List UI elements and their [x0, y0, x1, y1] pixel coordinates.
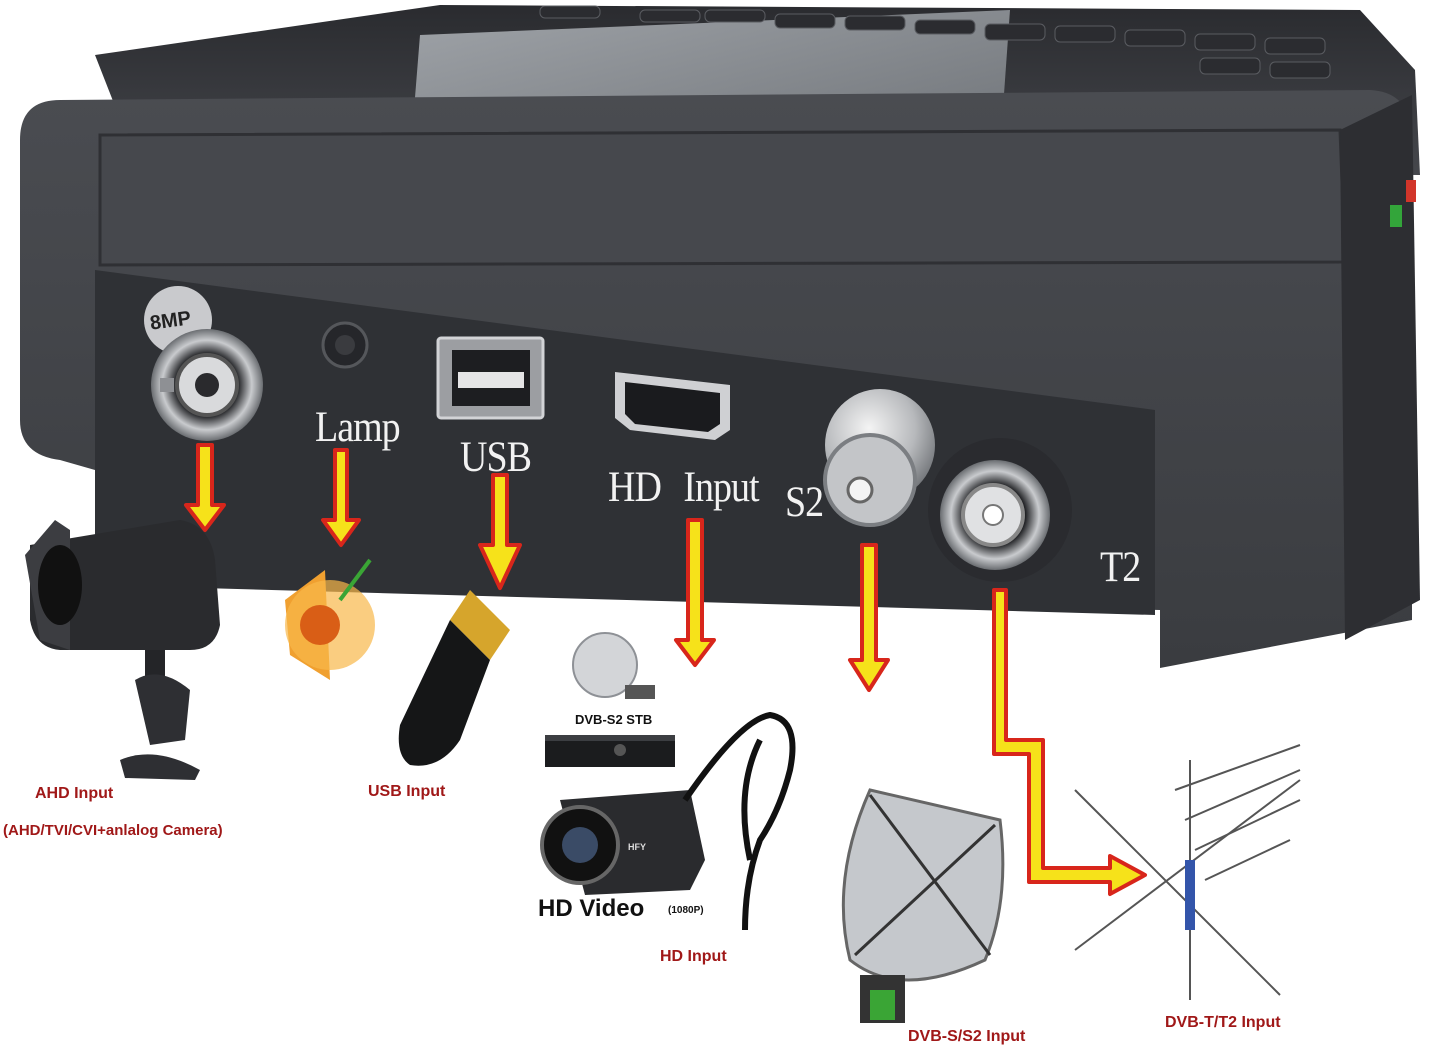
speaker-icon: [285, 558, 375, 680]
s2-port: [823, 389, 935, 527]
arrow-s2: [848, 543, 890, 692]
hd-video-label: HD Video: [538, 895, 645, 922]
camcorder: [540, 790, 705, 895]
stb-label: DVB-S2 STB: [575, 712, 653, 727]
usb-plug: [398, 590, 510, 766]
device-side: [1340, 95, 1420, 640]
usb-port: [436, 336, 545, 420]
caption-dvbs: DVB-S/S2 Input: [908, 1028, 1026, 1045]
bnc-port: [144, 286, 263, 441]
satellite-dish: [841, 788, 1005, 1023]
arrows: [184, 443, 1147, 896]
ahd-camera: [25, 520, 220, 780]
device-bevel: [98, 128, 1347, 267]
arrow-hd: [674, 518, 716, 667]
side-led-green: [1390, 205, 1402, 227]
port-label-usb: USB: [460, 432, 532, 482]
port-label-t2: T2: [1100, 542, 1141, 592]
port-label-s2: S2: [785, 477, 824, 527]
camcorder-brand: HFY: [628, 842, 646, 852]
arrow-t2: [992, 588, 1147, 896]
port-label-hd: HD Input: [608, 462, 760, 512]
caption-ahd-title: AHD Input: [35, 785, 114, 802]
lamp-port: [321, 321, 369, 369]
hdmi-port: [615, 372, 730, 440]
caption-dvbt: DVB-T/T2 Input: [1165, 1014, 1281, 1031]
set-top-box: [545, 735, 675, 767]
t2-port: [928, 438, 1072, 582]
hdmi-cable: [682, 711, 796, 931]
arrow-ahd: [184, 443, 226, 532]
port-label-lamp: Lamp: [315, 402, 401, 452]
tv-antenna: [1074, 744, 1301, 1000]
caption-usb: USB Input: [368, 783, 446, 800]
arrow-usb: [478, 473, 522, 590]
side-led-red: [1406, 180, 1416, 202]
device-keypad: [539, 5, 1331, 79]
caption-hd: HD Input: [660, 948, 727, 965]
mini-dish: [572, 632, 655, 699]
caption-ahd-sub: (AHD/TVI/CVI+anlalog Camera): [3, 822, 223, 839]
arrow-lamp: [321, 448, 361, 547]
hd-video-resolution: (1080P): [668, 905, 704, 916]
